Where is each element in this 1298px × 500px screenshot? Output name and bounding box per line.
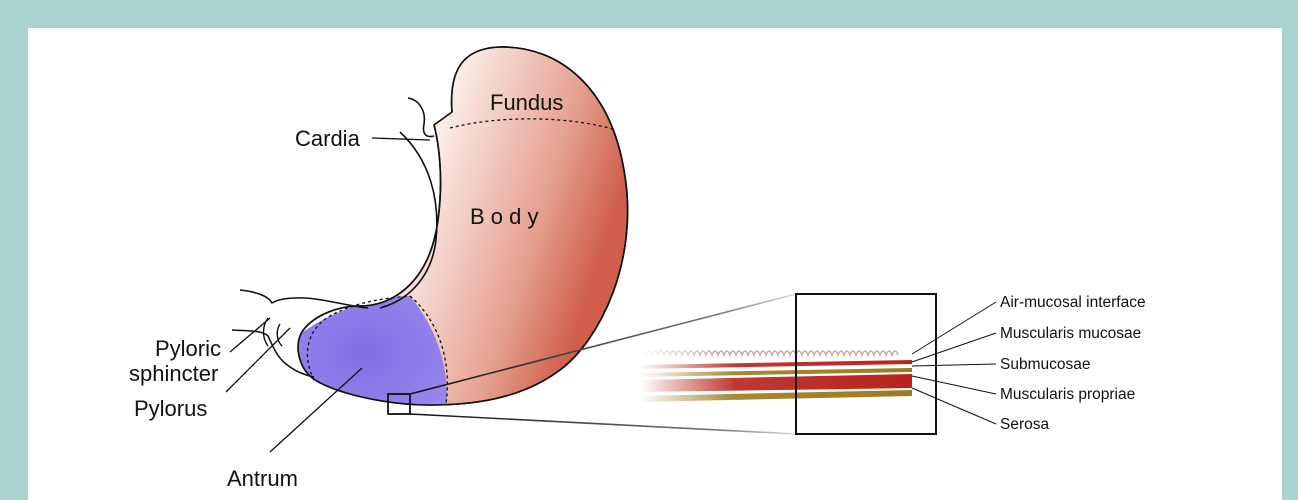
- submucosae-leader: [912, 364, 996, 366]
- muscularis-mucosae-label: Muscularis mucosae: [1000, 325, 1141, 342]
- muscularis-mucosae-leader: [912, 333, 996, 362]
- esophagus-outline: [408, 98, 434, 137]
- duodenum-upper-outline: [240, 290, 368, 308]
- serosa-band: [640, 390, 912, 402]
- air-mucosal-interface-label: Air-mucosal interface: [1000, 294, 1146, 311]
- pyloric-label-line1: Pyloric: [155, 336, 221, 361]
- antrum-label: Antrum: [227, 466, 298, 491]
- submucosae-label: Submucosae: [1000, 356, 1090, 373]
- body-label: B o d y: [470, 204, 538, 229]
- muscularis-propriae-band: [640, 374, 912, 392]
- serosa-leader: [912, 388, 996, 424]
- cardia-leader-line: [372, 138, 430, 140]
- air-mucosal-leader: [912, 302, 996, 354]
- serosa-label: Serosa: [1000, 416, 1049, 433]
- pyloric-ring-outline: [264, 318, 283, 346]
- muscularis-propriae-leader: [912, 376, 996, 394]
- pylorus-label: Pylorus: [134, 396, 207, 421]
- zoom-projection-lower: [410, 414, 796, 434]
- pylorus-leader-line: [226, 328, 290, 392]
- wall-layers: [640, 351, 912, 402]
- fundus-label: Fundus: [490, 90, 563, 115]
- muscularis-mucosae-band: [640, 360, 912, 369]
- cardia-label: Cardia: [295, 126, 361, 151]
- muscularis-propriae-label: Muscularis propriae: [1000, 386, 1135, 403]
- pyloric-label-line2: sphincter: [129, 361, 218, 386]
- mucosal-wave: [640, 351, 898, 355]
